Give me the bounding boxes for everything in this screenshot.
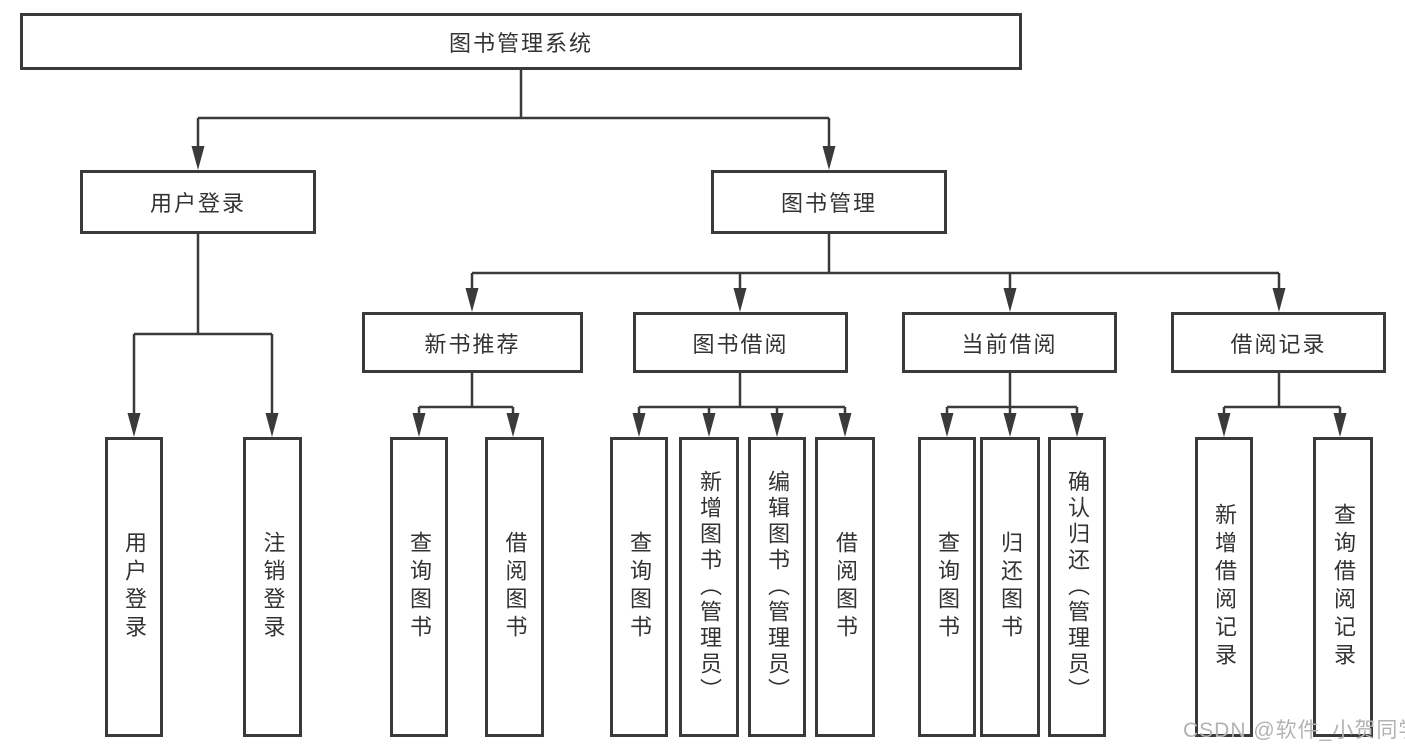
csdn-watermark: CSDN @软件_小贺同学 [1183, 719, 1405, 742]
leaf-query-books-borrow: 查询图书 [610, 437, 668, 737]
leaf-label: 查询图书 [935, 531, 960, 643]
node-label: 图书管理系统 [448, 30, 593, 56]
leaf-label: 注销登录 [260, 531, 286, 643]
node-book-management: 图书管理 [711, 170, 947, 234]
node-user-login: 用户登录 [80, 170, 316, 234]
node-current-borrowing: 当前借阅 [902, 312, 1117, 373]
leaf-label: 确认归还（管理员） [1065, 470, 1090, 704]
leaf-logout: 注销登录 [243, 437, 302, 737]
leaf-label: 归还图书 [998, 531, 1023, 643]
node-new-book-recommendation: 新书推荐 [362, 312, 583, 373]
leaf-borrow-books: 借阅图书 [815, 437, 875, 737]
node-label: 当前借阅 [961, 331, 1058, 357]
leaf-borrow-books-recommend: 借阅图书 [485, 437, 544, 737]
node-label: 图书借阅 [692, 331, 789, 357]
leaf-label: 新增图书（管理员） [697, 470, 722, 704]
leaf-query-borrow-record: 查询借阅记录 [1313, 437, 1373, 737]
node-book-borrowing: 图书借阅 [633, 312, 848, 373]
leaf-user-login: 用户登录 [105, 437, 163, 737]
node-label: 图书管理 [780, 191, 877, 216]
node-label: 用户登录 [149, 191, 246, 216]
leaf-add-books-admin: 新增图书（管理员） [679, 437, 739, 737]
leaf-label: 编辑图书（管理员） [765, 470, 790, 704]
node-borrowing-records: 借阅记录 [1171, 312, 1386, 373]
node-label: 新书推荐 [424, 331, 521, 357]
leaf-edit-books-admin: 编辑图书（管理员） [748, 437, 806, 737]
leaf-add-borrow-record: 新增借阅记录 [1195, 437, 1253, 737]
leaf-return-books: 归还图书 [980, 437, 1040, 737]
leaf-label: 查询图书 [407, 531, 432, 643]
leaf-query-books-recommend: 查询图书 [390, 437, 448, 737]
leaf-label: 查询图书 [627, 531, 652, 643]
leaf-label: 新增借阅记录 [1212, 503, 1237, 671]
leaf-label: 借阅图书 [502, 531, 528, 643]
node-library-management-system: 图书管理系统 [20, 13, 1022, 70]
leaf-label: 用户登录 [122, 531, 147, 643]
leaf-query-books-current: 查询图书 [918, 437, 976, 737]
leaf-confirm-return-admin: 确认归还（管理员） [1048, 437, 1106, 737]
leaf-label: 查询借阅记录 [1331, 503, 1356, 671]
leaf-label: 借阅图书 [833, 531, 858, 643]
arrowhead-icons [127, 146, 1347, 437]
node-label: 借阅记录 [1230, 331, 1327, 357]
